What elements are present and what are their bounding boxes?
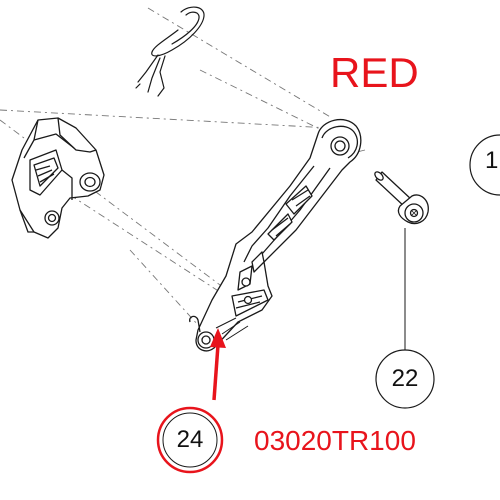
callout-number-partial: 1 xyxy=(485,147,499,174)
lever-arm-part xyxy=(189,118,362,352)
color-label: RED xyxy=(330,49,419,96)
part-number: 03020TR100 xyxy=(254,425,416,456)
shoulder-bolt-part xyxy=(374,171,429,225)
callout-number-22: 22 xyxy=(391,365,419,392)
bracket-housing-part xyxy=(11,117,105,239)
callout-circle-22 xyxy=(375,349,435,409)
callout-circle-24-inner xyxy=(162,412,218,468)
hairpin-clip-part xyxy=(135,6,205,97)
callout-circle-24 xyxy=(156,406,224,474)
callout-circle-partial xyxy=(469,134,500,196)
assembly-guide-lines xyxy=(0,7,366,326)
callout-number-24: 24 xyxy=(176,426,204,453)
red-arrow xyxy=(210,328,226,401)
